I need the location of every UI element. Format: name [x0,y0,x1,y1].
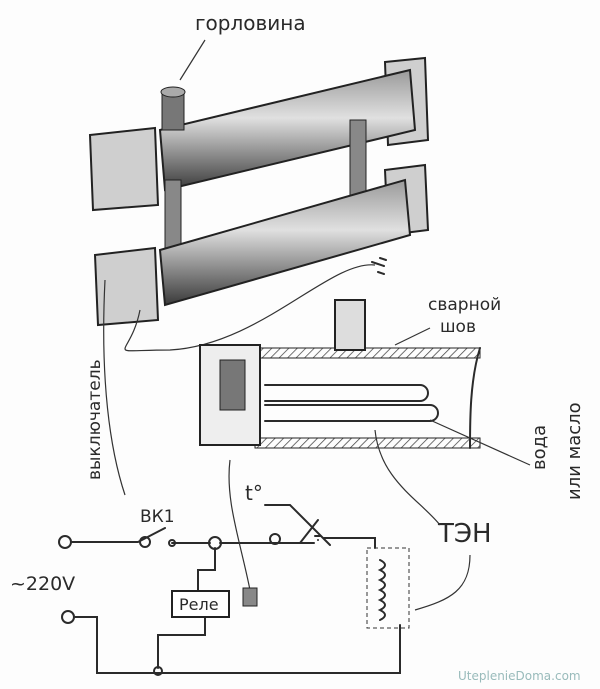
lower-pipe [158,178,412,307]
heater-pointer-2 [374,429,441,526]
left-flange-bottom [93,246,160,327]
power-cord [124,264,376,352]
neck-pointer [179,39,206,81]
thermostat-plug-icon [242,587,258,607]
label-neck: горловина [195,11,306,35]
upper-pipe [158,68,417,192]
radiator [88,56,430,327]
label-fluid-1: вода [529,425,550,470]
label-fluid-2: или масло [564,402,585,500]
weld-pointer [394,327,431,346]
label-weld-2: шов [440,317,476,337]
fluid-pointer [429,419,531,466]
plug-icon [371,257,387,275]
switch-pointer [103,279,126,496]
label-heater: ТЭН [437,519,492,549]
riser-right [349,119,367,201]
circuit [58,459,410,676]
heater-pointer [414,554,471,611]
label-relay: Реле [179,595,219,614]
label-switch: выключатель [85,359,105,480]
relay-box [171,590,230,618]
watermark: UteplenieDoma.com [458,669,581,683]
label-voltage: ~220V [10,573,75,595]
label-thermostat: t° [245,481,263,505]
label-switch-id: ВК1 [140,507,175,527]
heater-section [199,299,481,449]
label-weld-1: сварной [428,295,501,315]
left-flange-top [88,126,160,212]
